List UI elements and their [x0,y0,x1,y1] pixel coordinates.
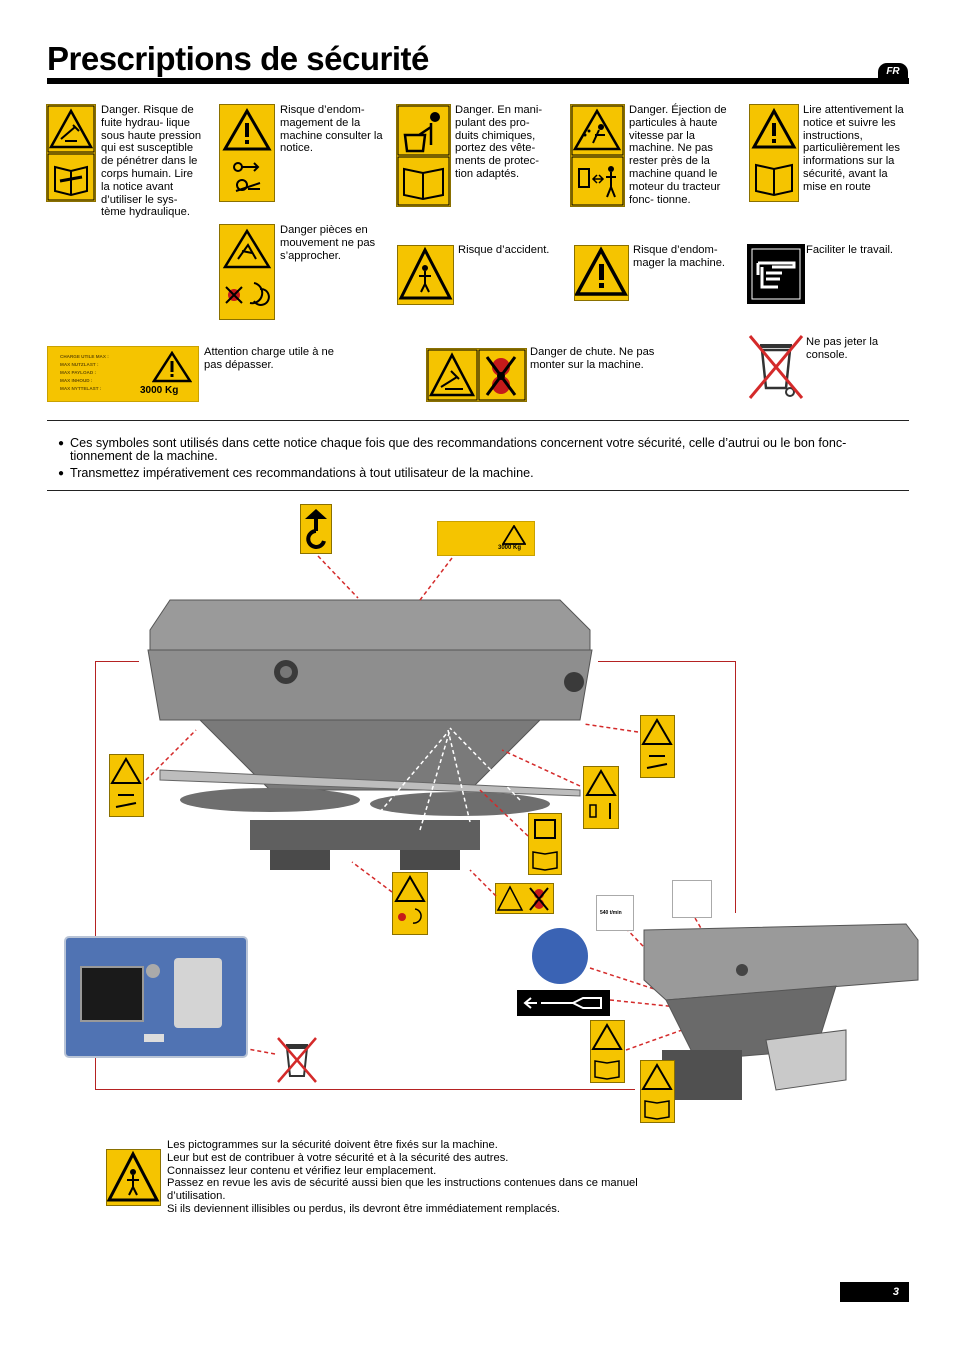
section-divider [47,420,909,421]
moving-parts-pictogram [219,224,275,320]
spreader-machine-illustration [147,599,593,870]
fall-danger-icon [496,885,549,911]
bullet-item: Ces symboles sont utilisés dans cette no… [58,436,908,464]
no-bin-icon [277,1037,317,1083]
payload-label-small: 3000 Kg [437,521,535,556]
frame-line [95,1089,635,1090]
speed-sticker: 540 t/min [596,895,634,931]
payload-caption: Attention charge utile à ne pas dépasser… [204,346,334,371]
accident-caption: Risque d’accident. [458,244,550,256]
easy-work-caption: Faciliter le travail. [806,244,894,256]
console-sticker [144,1034,164,1042]
warning-icon [575,246,628,296]
accident-pictogram-bottom [106,1149,161,1206]
payload-value-small: 3000 Kg [498,545,522,551]
console-screen [80,966,144,1022]
payload-value: 3000 Kg [140,385,179,396]
frame-line [598,661,736,662]
particles-pictogram-small [583,766,619,829]
read-manual-caption: Lire attentivement la notice et suivre l… [803,104,904,193]
moving-parts-pictogram-small [392,872,428,935]
accident-risk-icon [398,246,453,300]
note-line: Si ils deviennent illisibles ou perdus, … [167,1202,560,1215]
chemicals-caption: Danger. En mani- pulant des pro- duits c… [455,104,543,180]
console-knob [146,964,160,978]
spreader-rear-illustration [643,923,919,1100]
page-title: Prescriptions de sécurité [47,40,429,77]
payload-line: MAX INHOUD : [60,378,93,383]
warning-icon [502,525,526,545]
frame-line [95,661,139,662]
protective-clothing-icon [397,105,450,206]
payload-line: CHARGE UTILE MAX : [60,354,109,359]
damage-pictogram [574,245,629,301]
accident-pictogram [397,245,454,305]
moving-parts-caption: Danger pièces en mouvement ne pas s’appr… [280,224,376,262]
section-divider [47,490,909,491]
note-line: Leur but est de contribuer à votre sécur… [167,1151,509,1164]
hydraulic-leak-pictogram [46,104,96,202]
particle-ejection-icon [585,769,617,819]
page-number: 3 [840,1282,909,1302]
warning-manual-icon [110,757,142,808]
read-manual-pictogram-small [590,1020,625,1083]
note-line: Connaissez leur contenu et vérifiez leur… [167,1164,437,1177]
speed-sticker-text: 540 t/min [600,910,622,916]
damage-caption: Risque d’endom- mager la machine. [633,244,726,269]
chemicals-pictogram-small [528,813,562,875]
damage-manual-pictogram-small [109,754,144,817]
easy-work-pictogram [747,244,805,304]
bullet-list: Ces symboles sont utilisés dans cette no… [58,436,908,481]
payload-line: MAX NUTZLAST : [60,362,99,367]
warning-manual-icon [222,108,272,192]
control-console-illustration [64,936,248,1058]
note-line: Passez en revue les avis de sécurité aus… [167,1177,638,1203]
language-badge: FR [878,63,908,80]
particle-ejection-icon [571,105,624,206]
bottom-note: Les pictogrammes sur la sécurité doivent… [167,1139,687,1216]
moving-parts-icon [394,875,426,924]
bullet-item: Transmettez impérativement ces recommand… [58,466,908,481]
fall-caption: Danger de chute. Ne pas monter sur la ma… [530,346,655,371]
payload-line: MAX PAYLOAD : [60,370,96,375]
hook-icon [305,509,327,549]
hydraulic-leak-icon [641,1063,673,1120]
particles-pictogram [570,104,625,207]
frame-line [735,661,736,913]
filling-sticker [672,880,712,918]
title-rule [47,78,909,84]
particles-caption: Danger. Éjection de particules à haute v… [629,104,727,206]
payload-line: MAX NYTTELAST : [60,386,102,391]
no-bin-icon [748,335,804,399]
warning-book-icon [751,107,797,197]
quality-seal-icon [532,928,588,984]
damage-manual-caption: Risque d’endom- magement de la machine c… [280,104,383,155]
moving-parts-icon [222,228,272,306]
hitch-icon [523,997,602,1009]
warning-icon [152,351,192,383]
protective-clothing-icon [532,819,558,871]
note-line: Les pictogrammes sur la sécurité doivent… [167,1139,498,1151]
no-bin-caption: Ne pas jeter la console. [806,336,879,361]
chemicals-pictogram [396,104,451,207]
damage-manual-pictogram [219,104,275,202]
fall-pictogram-small [495,883,554,914]
hydraulic-pictogram-small [640,1060,675,1123]
warning-manual-icon [641,718,673,769]
hydraulic-caption: Danger. Risque de fuite hydrau- lique so… [101,104,202,219]
damage-manual-pictogram-small [640,715,675,778]
pointing-hand-icon [751,248,801,300]
fall-danger-icon [427,349,526,401]
payload-label: CHARGE UTILE MAX : MAX NUTZLAST : MAX PA… [47,346,199,402]
frame-line [95,661,96,1089]
fall-pictogram [426,348,527,402]
lifting-hook-pictogram [300,504,332,554]
read-manual-pictogram [749,104,799,202]
warning-book-icon [591,1023,623,1080]
accident-risk-icon [107,1150,160,1202]
console-keypad [174,958,222,1028]
hydraulic-leak-icon [47,105,95,201]
hitch-sticker [517,990,610,1016]
